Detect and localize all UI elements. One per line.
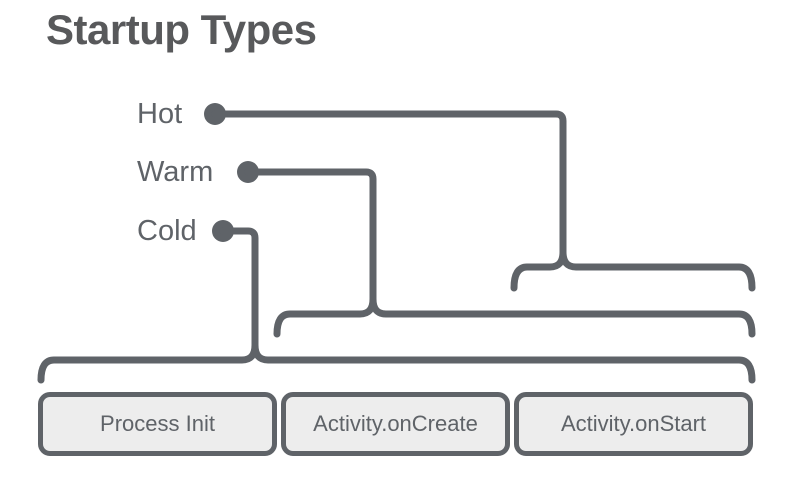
- warm-brace: [273, 298, 756, 338]
- hot-brace: [510, 251, 756, 292]
- label-warm: Warm: [137, 156, 214, 188]
- hot-leader-line: [211, 110, 567, 257]
- diagram-title: Startup Types: [46, 6, 317, 53]
- phase-label-process-init: Process Init: [100, 411, 215, 436]
- warm-connector: [237, 161, 756, 338]
- phase-label-activity-oncreate: Activity.onCreate: [313, 411, 478, 436]
- phase-label-activity-onstart: Activity.onStart: [560, 411, 707, 436]
- label-hot: Hot: [137, 98, 183, 130]
- hot-connector: [204, 103, 756, 292]
- cold-leader-line: [219, 227, 259, 350]
- cold-connector: [37, 220, 756, 384]
- phase-box-activity-onstart: Activity.onStart: [514, 392, 753, 456]
- phase-box-process-init: Process Init: [38, 392, 277, 456]
- warm-leader-line: [244, 168, 377, 304]
- cold-brace: [37, 344, 756, 384]
- label-cold: Cold: [137, 215, 197, 247]
- phase-box-activity-oncreate: Activity.onCreate: [281, 392, 510, 456]
